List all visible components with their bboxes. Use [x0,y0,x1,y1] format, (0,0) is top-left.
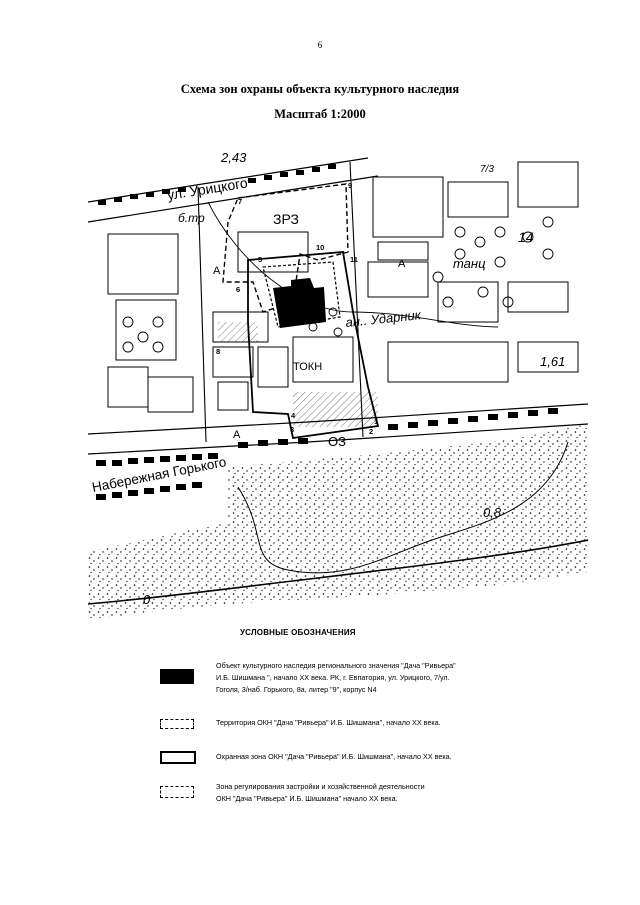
legend-swatch-territory [160,719,194,729]
label-oz: ОЗ [328,434,346,449]
label-tokn: ТОКН [293,361,322,373]
point-4: 4 [291,411,296,420]
point-1: 1 [374,417,378,426]
beach-area-lower [88,522,228,620]
point-6: 6 [236,285,240,294]
hatch-block-1 [293,392,378,427]
legend-item-heritage-object: Объект культурного наследия региональног… [216,660,546,696]
point-9: 9 [348,181,352,190]
legend-swatch-regulation-zone [160,786,194,798]
map-scale: Масштаб 1:2000 [274,107,366,121]
label-elev-243: 2,43 [220,150,247,165]
label-house-73: 7/3 [480,164,494,175]
label-a1: А [213,265,221,277]
tree-row [96,164,558,500]
hatch-block-2 [218,322,258,342]
label-a3: А [233,429,241,441]
point-10: 10 [316,243,324,252]
label-a2: А [398,258,406,270]
label-udarnik: ан.. Ударник [345,307,423,330]
oz-boundary [247,251,380,440]
legend-item-protection-zone: Охранная зона ОКН "Дача "Ривьера" И.Б. Ш… [216,751,546,763]
legend-line: Охранная зона ОКН "Дача "Ривьера" И.Б. Ш… [216,752,452,761]
protection-zones-map: ул. Урицкого Набережная Горького ЗРЗ ОЗ … [88,150,588,620]
legend-swatch-protection-zone [160,751,196,764]
side-street [349,161,364,438]
buildings [107,161,579,413]
label-elev-161: 1,61 [540,354,565,369]
legend-line: ОКН "Дача "Ривьера" И.Б. Шишмана" начало… [216,794,398,803]
legend-line: Зона регулирования застройки и хозяйстве… [216,782,425,791]
point-8: 8 [216,347,220,356]
legend-swatch-heritage-object [160,669,194,684]
point-3: 3 [290,425,294,434]
label-elev-0: 0 [143,592,151,607]
legend-line: Территория ОКН "Дача "Ривьера" И.Б. Шишм… [216,718,441,727]
legend-line: Гоголя, 3/наб. Горького, 8а, литер "9", … [216,685,377,694]
territory-boundary [262,261,341,328]
uritskogo-street-edge-2 [88,175,379,223]
legend-line: И.Б. Шишмана ", начало XX века. РК, г. Е… [216,673,450,682]
park-trees [122,216,554,353]
label-elev-14: 14 [518,229,534,245]
label-elev-08: 0,8 [483,505,502,520]
point-11: 11 [350,255,358,264]
gogolya-street [197,186,207,443]
legend-item-regulation-zone: Зона регулирования застройки и хозяйстве… [216,781,546,805]
waterline [237,441,569,574]
label-btr: б.тр [178,211,205,225]
legend-line: Объект культурного наследия региональног… [216,661,456,670]
legend-title: УСЛОВНЫЕ ОБОЗНАЧЕНИЯ [240,628,356,637]
page-title: Схема зон охраны объекта культурного нас… [180,82,460,96]
label-zrz: ЗРЗ [273,211,299,227]
page-number: 6 [317,40,323,50]
beach-area [228,424,588,604]
point-7: 7 [238,197,242,206]
heritage-object-building [273,278,326,328]
contour-line [207,201,499,328]
label-tanc: танц [453,256,486,271]
label-naberezhnaya: Набережная Горького [91,454,228,495]
point-2: 2 [369,427,373,436]
point-5: 5 [258,255,262,264]
legend-item-territory: Территория ОКН "Дача "Ривьера" И.Б. Шишм… [216,717,546,729]
shoreline [88,539,588,605]
